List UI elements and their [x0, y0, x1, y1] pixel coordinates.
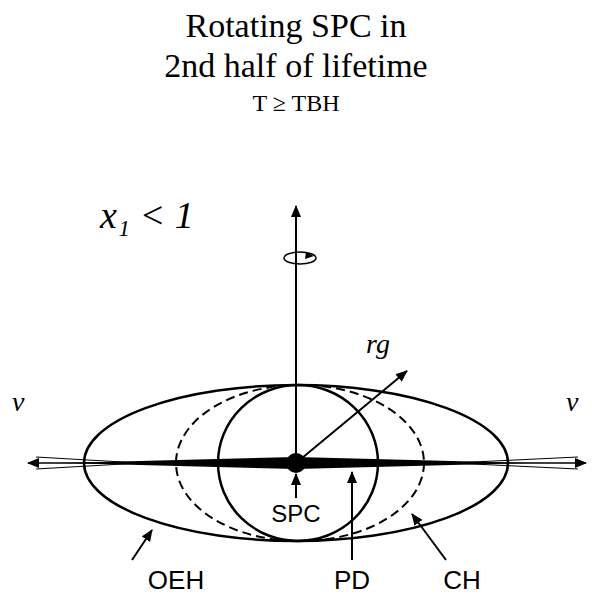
leader-arrow — [412, 514, 446, 560]
rotation-arrowhead — [305, 252, 314, 259]
leader-arrow — [132, 530, 152, 560]
title: Rotating SPC in 2nd half of lifetime — [160, 6, 432, 86]
rotation-symbol — [284, 252, 316, 264]
ch-label: CH — [443, 566, 481, 596]
spc-label: SPC — [269, 500, 322, 528]
time-condition: T ≥ TBH — [253, 90, 340, 118]
oeh-label: OEH — [148, 566, 204, 596]
neutrino-label: ν — [12, 386, 24, 418]
neutrino-label: ν — [566, 386, 578, 418]
leader-arrow — [351, 472, 353, 560]
radius-label: rg — [366, 328, 390, 360]
radius-arrow — [296, 371, 407, 463]
pd-label: PD — [334, 566, 370, 596]
rotation-axis — [295, 206, 297, 460]
leader-arrow — [295, 474, 297, 498]
parameter-condition: x₁ < 1 — [100, 194, 194, 238]
